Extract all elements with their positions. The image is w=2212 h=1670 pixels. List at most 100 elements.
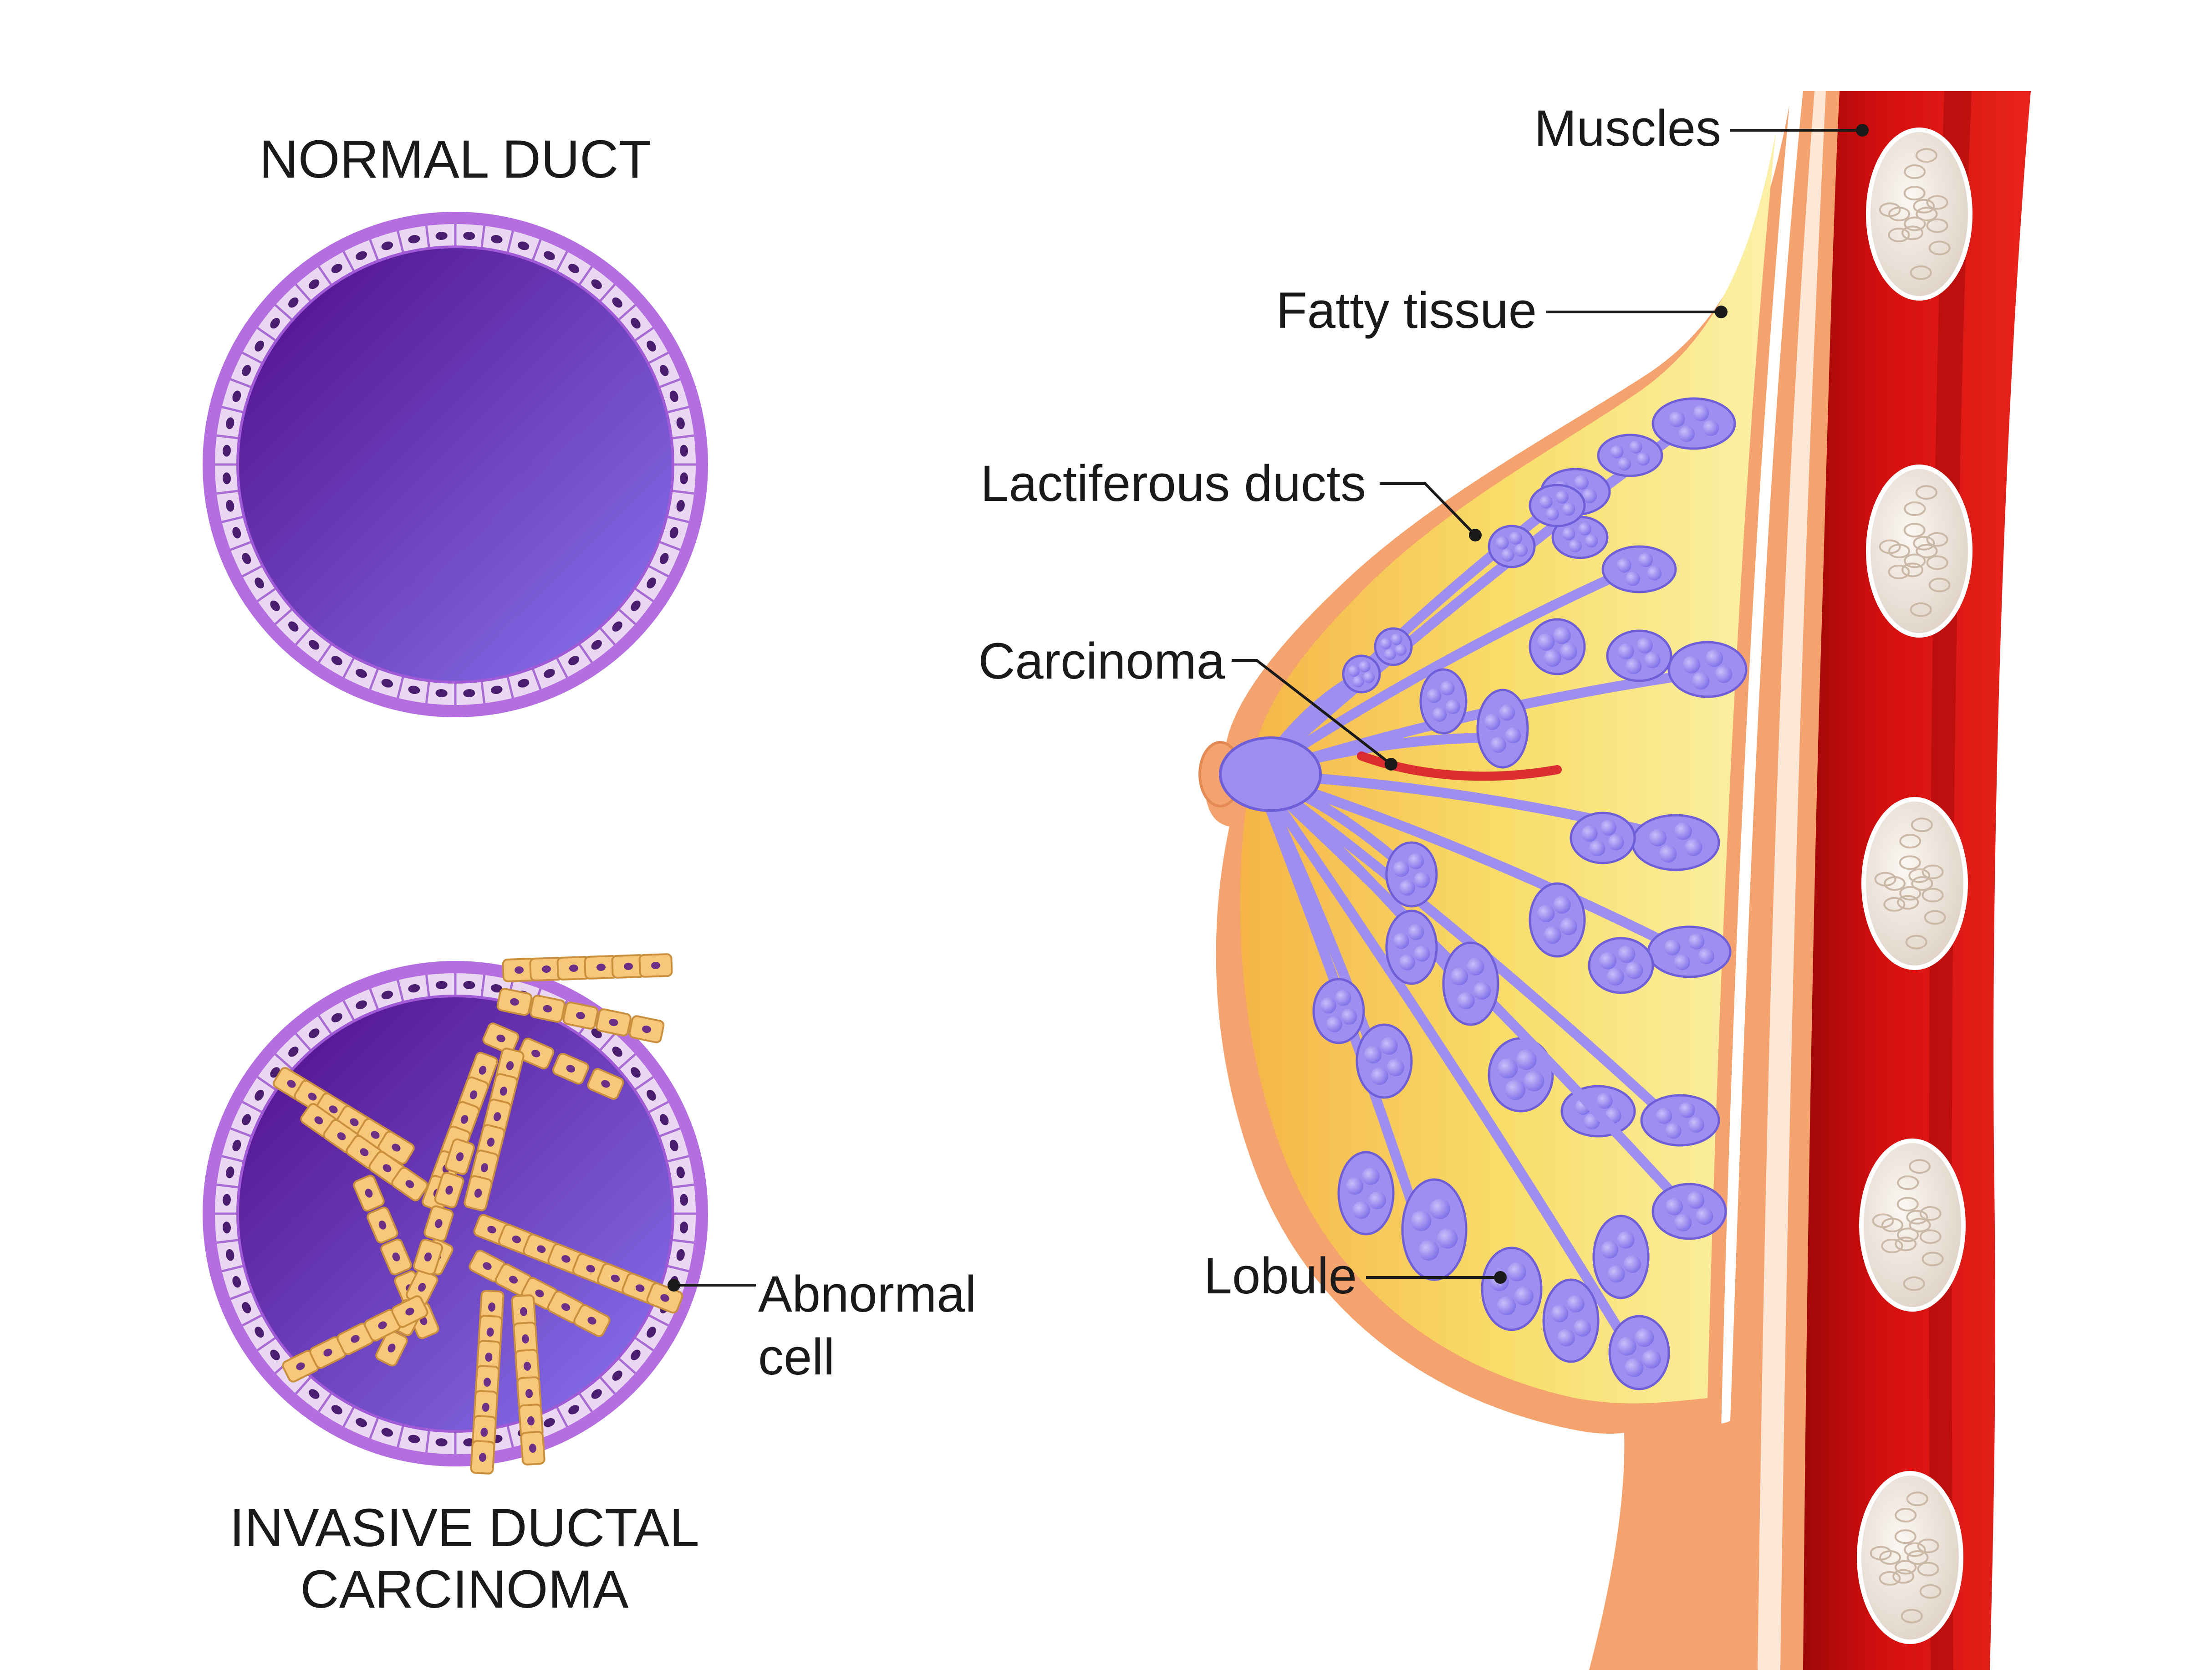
lobule [1385,841,1438,908]
lobule [1385,909,1438,985]
invasive-duct-cell-nucleus [226,1249,234,1261]
lobule-acinus [1497,1058,1518,1079]
invasive-duct-cell-nucleus [242,1114,251,1125]
lactiferous-duct [1252,769,1635,1353]
abnormal-cell-nucleus [523,1362,531,1371]
lobule-acinus [1445,700,1460,715]
rib-trabecula [1908,1159,1931,1174]
normal-duct-cell-nucleus [591,279,602,289]
normal-duct-title: NORMAL DUCT [260,129,652,189]
normal-duct-cell-nucleus [435,689,448,698]
normal-duct-cell-divider [578,266,593,286]
lobule-acinus [1567,1295,1585,1313]
invasive-duct-cell-divider [617,1053,636,1070]
invasive-duct [203,953,708,1475]
lobule-acinus [1553,626,1571,644]
rib-trabecula [1928,577,1951,592]
lobule [1631,814,1720,871]
normal-duct [203,212,708,717]
lobule-body [1608,1315,1670,1390]
rib-bone [1861,797,1968,970]
abnormal-cell-nucleus [365,1189,373,1198]
label-fatty-tissue: Fatty tissue [1276,282,1728,339]
abnormal-cell-nucleus [487,1138,495,1147]
rib-trabecula [1879,1571,1901,1586]
abnormal-cell-nucleus [480,1163,489,1172]
lactiferous-sinus [1219,736,1322,812]
invasive-duct-cell-nucleus [680,1194,688,1206]
abnormal-cell [423,1205,454,1242]
abnormal-cell [496,988,533,1016]
rib [1859,1139,1966,1312]
rib-trabecula [1895,1508,1917,1523]
abnormal-cell-nucleus [499,1087,508,1096]
leader-muscles-dot [1856,124,1869,137]
abnormal-cell-nucleus [515,966,524,974]
rib-trabecula [1915,148,1937,163]
invasive-duct-cell-divider [617,1357,636,1374]
lobule-acinus [1688,1117,1704,1133]
abnormal-cell [494,1263,532,1296]
lobule-acinus [1624,1358,1644,1377]
lobule-body [1476,689,1529,769]
normal-duct-cell-nucleus [356,251,367,260]
lobule-body [1601,545,1677,593]
chest-wall-inner-stripe [1758,91,1826,1670]
lobule-acinus [1544,649,1561,667]
lobule-body [1529,618,1586,675]
invasive-duct-cell-nucleus [222,1221,231,1234]
abnormal-cell [482,1022,520,1054]
rib-trabecula [1899,855,1921,870]
invasive-duct-cell-divider [216,1239,240,1244]
invasive-duct-cell-nucleus [591,1389,602,1399]
rib-trabecula [1909,1218,1931,1232]
lobule-body [1337,1151,1395,1236]
abnormal-cell-nucleus [561,1255,571,1263]
label-lactiferous-ducts-text: Lactiferous ducts [980,455,1366,512]
lobule-body [1631,814,1720,871]
rib-trabecula [1913,536,1935,551]
invasive-duct-cell-divider [425,975,430,998]
rib-trabecula [1904,501,1926,516]
lobule-acinus [1617,1337,1636,1356]
abnormal-cell-nucleus [642,1025,651,1033]
normal-duct-cell-divider [275,608,293,625]
lobule [1551,516,1609,559]
abnormal-cell-nucleus [527,1416,535,1425]
invasive-duct-cell-divider [295,1033,312,1052]
normal-duct-cell-nucleus [288,297,299,308]
invasive-duct-cell-divider [242,1313,263,1327]
rib-trabecula [1904,1542,1926,1557]
normal-duct-cell-divider [671,434,694,439]
lobule-acinus [1674,1214,1692,1232]
abnormal-cell-nucleus [337,1132,346,1140]
normal-duct-cell-nucleus [612,621,622,632]
normal-duct-cell-nucleus [647,577,656,589]
leader-carcinoma [1232,659,1392,766]
abnormal-cell-nucleus [542,965,551,973]
abnormal-cell-nucleus [405,1307,414,1316]
lobule-acinus [1636,637,1653,654]
normal-duct-cell-nucleus [408,235,420,244]
rib-trabecula [1888,227,1910,242]
rib-trabecula [1926,555,1948,570]
abnormal-cell-nucleus [609,1018,618,1027]
lobule-acinus [1665,1123,1682,1139]
rib-trabecula [1881,1238,1903,1253]
lobule-acinus [1626,658,1642,674]
abnormal-cell [375,1329,408,1367]
abnormal-cell-nucleus [624,962,633,970]
normal-duct-cell-nucleus [676,500,685,512]
invasive-duct-cell-nucleus [612,1370,622,1381]
normal-duct-cell-divider [369,668,379,690]
invasive-duct-cell-divider [257,1076,277,1091]
invasive-duct-cell-nucleus [309,1389,320,1399]
abnormal-cell-nucleus [296,1362,305,1370]
lobule-acinus [1555,490,1569,504]
invasive-duct-cell-divider [221,1155,245,1163]
normal-duct-cell-nucleus [591,640,602,650]
lobule-acinus [1574,475,1589,490]
normal-duct-cell-nucleus [631,318,641,329]
abnormal-cell-nucleus [445,1185,453,1195]
